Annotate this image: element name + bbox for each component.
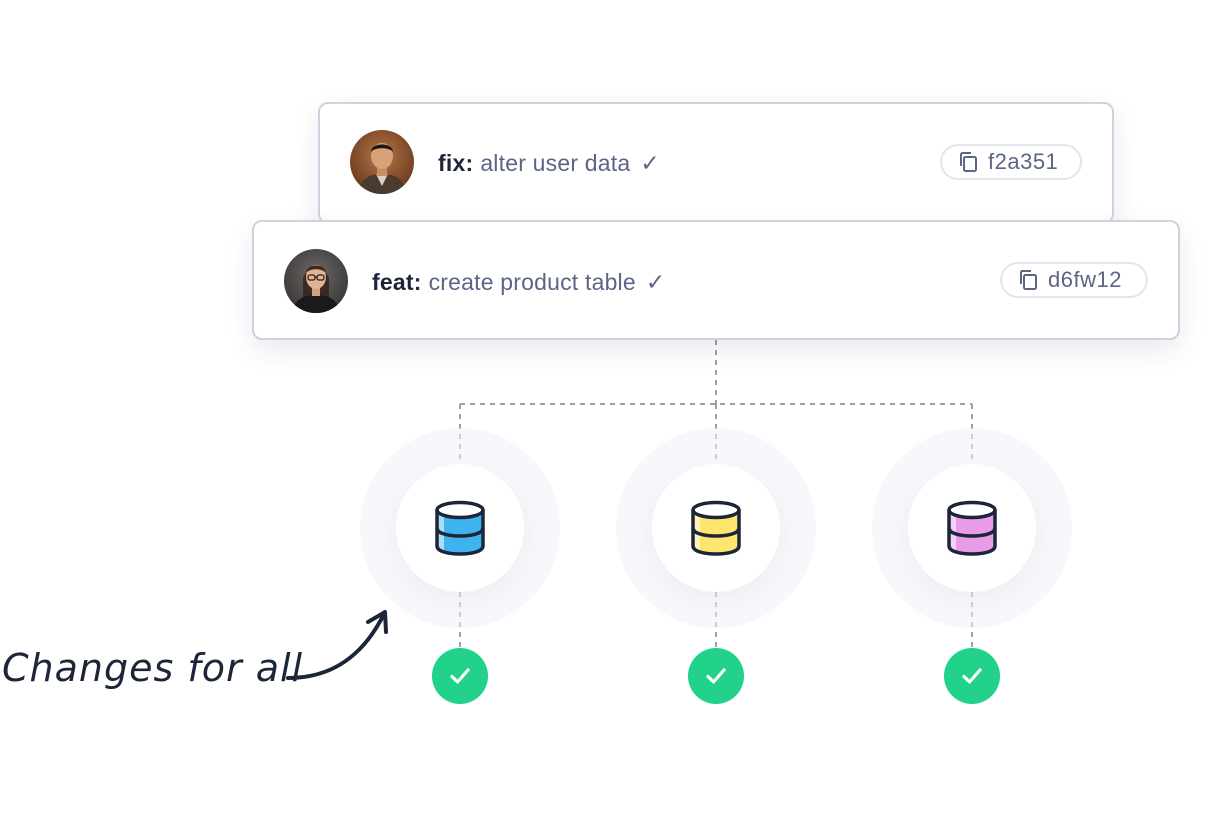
commit-hash-button[interactable]: d6fw12 xyxy=(1000,262,1148,298)
commit-message: feat:create product table ✓ xyxy=(372,269,665,296)
database-node-blue xyxy=(396,464,524,592)
commit-hash: d6fw12 xyxy=(1048,267,1122,292)
curved-arrow-icon xyxy=(286,610,388,680)
success-check-icon xyxy=(688,648,744,704)
commit-card-fix[interactable]: fix:alter user data ✓ f2a351 xyxy=(318,102,1114,224)
commit-type: feat: xyxy=(372,269,422,295)
commit-type: fix: xyxy=(438,150,474,176)
database-node-pink xyxy=(908,464,1036,592)
man-avatar xyxy=(350,130,414,194)
success-check-icon xyxy=(944,648,1000,704)
success-check-icon xyxy=(432,648,488,704)
database-node-yellow xyxy=(652,464,780,592)
database-icon xyxy=(691,500,741,556)
commit-card-feat[interactable]: feat:create product table ✓ d6fw12 xyxy=(252,220,1180,340)
commit-text: create product table xyxy=(428,269,636,295)
annotation-label: Changes for all xyxy=(2,646,304,690)
database-icon xyxy=(947,500,997,556)
database-icon xyxy=(435,500,485,556)
commit-message: fix:alter user data ✓ xyxy=(438,150,660,177)
copy-icon xyxy=(1020,270,1037,290)
commit-check-mark: ✓ xyxy=(645,269,666,295)
commit-check-mark: ✓ xyxy=(640,150,660,176)
woman-avatar xyxy=(284,249,348,313)
copy-icon xyxy=(960,152,977,172)
commit-text: alter user data xyxy=(480,150,631,176)
commit-hash: f2a351 xyxy=(988,149,1059,174)
commit-hash-button[interactable]: f2a351 xyxy=(940,144,1082,180)
